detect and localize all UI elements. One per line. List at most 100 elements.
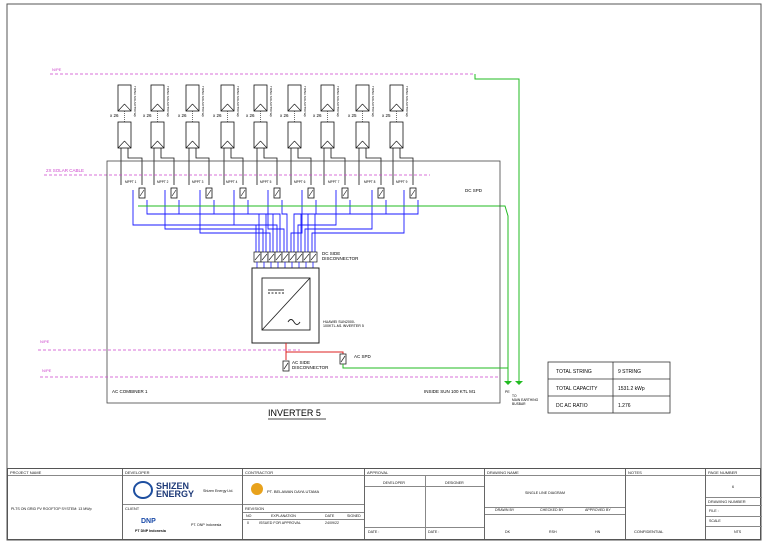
- module-label-9: TRINA SOLAR 550 Wp: [405, 86, 409, 117]
- pv-module-top-9: [389, 84, 404, 112]
- string-count-8: x 25: [348, 113, 357, 118]
- module-label-3: TRINA SOLAR 550 Wp: [201, 86, 205, 117]
- string-count-2: x 26: [143, 113, 152, 118]
- dc-wire-3: [199, 190, 271, 252]
- string-count-4: x 26: [213, 113, 222, 118]
- module-label-1: TRINA SOLAR 550 Wp: [133, 86, 137, 117]
- pe-label: PE: [505, 390, 510, 394]
- npe-1-label: N/PE: [40, 339, 50, 344]
- tb-contractor: CONTRACTOR PT. BELAWAN DAYA UTAMA REVISI…: [243, 469, 365, 539]
- date-2: DATE :: [428, 530, 440, 534]
- dc-disconnector-label-2: DISCONNECTOR: [322, 256, 359, 261]
- summary-value-2: 1.276: [618, 403, 631, 409]
- npe-top-label: N/PE: [52, 67, 62, 72]
- page-number: 6: [732, 485, 734, 489]
- pv-module-bottom-7: [320, 121, 335, 149]
- contractor-label: CONTRACTOR: [245, 470, 274, 475]
- pv-module-top-2: [150, 84, 165, 112]
- inside-label: INSIDE SUN 100 KTL M1: [424, 389, 476, 394]
- dc-wire-6: [290, 190, 303, 252]
- drawing-number-label: DRAWING NUMBER: [708, 499, 746, 504]
- pv-module-top-7: [320, 84, 335, 112]
- dc-wire-9: [311, 190, 405, 252]
- ac-spd-earth: [342, 364, 509, 381]
- tb-project: PROJECT NAME PLTS ON GRID PV ROOFTOP SYS…: [8, 469, 123, 539]
- dc-wire-2: [164, 190, 264, 252]
- ac-disconnector-label: AC SIDE DISCONNECTOR: [292, 360, 329, 370]
- scale-label: SCALE: [709, 519, 721, 523]
- checked-by-value: RSH: [549, 530, 557, 534]
- dc-wire-4: [233, 190, 278, 252]
- summary-table: TOTAL STRING 9 STRING TOTAL CAPACITY 153…: [547, 361, 671, 414]
- module-label-7: TRINA SOLAR 550 Wp: [336, 86, 340, 117]
- approval-label: APPROVAL: [367, 470, 389, 475]
- dc-wire-7: [297, 190, 337, 252]
- string-count-7: x 26: [313, 113, 322, 118]
- revision-label: REVISION: [245, 506, 265, 511]
- approved-by: APPROVED BY: [585, 508, 611, 512]
- pv-module-bottom-2: [150, 121, 165, 149]
- pv-module-top-8: [355, 84, 370, 112]
- solar-cable-label: 2X SOLAR CABLE: [46, 168, 84, 173]
- client-name: PT. DNP Indonesia: [191, 523, 222, 527]
- ac-combiner-label: AC COMBINER 1: [112, 389, 148, 394]
- client-sub: PT DNP Indonesia: [135, 529, 166, 533]
- mppt-label-8: MPPT 8: [364, 180, 376, 184]
- mppt-label-3: MPPT 3: [192, 180, 204, 184]
- dc-wire-8: [304, 190, 373, 252]
- summary-value-1: 1531.2 kWp: [618, 386, 645, 392]
- tb-developer: DEVELOPER SHIZEN ENERGY Shizen Energy Lt…: [123, 469, 243, 539]
- developer-name: Shizen Energy Ltd.: [203, 489, 234, 493]
- ac-spd-label: AC SPD: [354, 354, 372, 359]
- string-count-6: x 26: [280, 113, 289, 118]
- project-name: PLTS ON GRID PV ROOFTOP SYSTEM: 13 MWp: [11, 507, 92, 511]
- main-earthing-label: TO MAIN EARTHING BUSBAR: [512, 394, 539, 406]
- string-count-5: x 26: [246, 113, 255, 118]
- drawn-by: DRAWN BY: [495, 508, 515, 512]
- inverter-diagonal: [261, 277, 311, 331]
- npe-2-label: N/PE: [42, 368, 52, 373]
- earth-symbols: [504, 381, 523, 385]
- dc-spd-label: DC SPD: [465, 188, 483, 193]
- sheet-border: [6, 3, 762, 541]
- ac-symbol: [287, 319, 301, 325]
- pv-module-bottom-8: [355, 121, 370, 149]
- dc-wire-1: [132, 190, 257, 252]
- pv-module-bottom-5: [253, 121, 268, 149]
- summary-key-2: DC AC RATIO: [556, 403, 588, 409]
- inverter-symbol: [261, 277, 311, 331]
- module-label-5: TRINA SOLAR 550 Wp: [269, 86, 273, 117]
- pv-module-bottom-6: [287, 121, 302, 149]
- project-name-label: PROJECT NAME: [10, 470, 42, 475]
- mppt-label-4: MPPT 4: [226, 180, 238, 184]
- mppt-label-5: MPPT 5: [260, 180, 272, 184]
- date-1: DATE :: [368, 530, 380, 534]
- shizen-logo-icon: [133, 481, 153, 499]
- pv-module-bottom-1: [117, 121, 132, 149]
- drawing-name-label: DRAWING NAME: [487, 470, 519, 475]
- mppt-label-1: MPPT 1: [125, 180, 137, 184]
- mppt-label-9: MPPT 9: [396, 180, 408, 184]
- earth-main-line: [474, 74, 520, 381]
- developer-logo: SHIZEN ENERGY: [156, 481, 195, 499]
- summary-key-1: TOTAL CAPACITY: [556, 386, 598, 392]
- contractor-name: PT. BELAWAN DAYA UTAMA: [267, 489, 320, 494]
- approval-designer: DESIGNER: [445, 481, 464, 485]
- tb-drawing-name: DRAWING NAME SINGLE LINE DIAGRAM DRAWN B…: [485, 469, 626, 539]
- pv-module-bottom-4: [220, 121, 235, 149]
- module-label-4: TRINA SOLAR 550 Wp: [236, 86, 240, 117]
- mppt-label-6: MPPT 6: [294, 180, 306, 184]
- rev-explanation: ISSUED FOR APPROVAL: [259, 521, 301, 525]
- string-count-1: x 26: [110, 113, 119, 118]
- module-label-8: TRINA SOLAR 550 Wp: [371, 86, 375, 117]
- client-label: CLIENT: [125, 506, 140, 511]
- ac-combiner-box: [106, 160, 501, 404]
- rev-h-date: DATE: [325, 514, 335, 518]
- dc-earth-line: [138, 205, 509, 381]
- summary-value-0: 9 STRING: [618, 369, 641, 375]
- pv-module-top-5: [253, 84, 268, 112]
- pv-strings: x 26 TRINA SOLAR 550 Wp MPPT 1 x 26 TRINA SO…: [110, 84, 509, 381]
- module-label-6: TRINA SOLAR 550 Wp: [303, 86, 307, 117]
- pv-module-top-1: [117, 84, 132, 112]
